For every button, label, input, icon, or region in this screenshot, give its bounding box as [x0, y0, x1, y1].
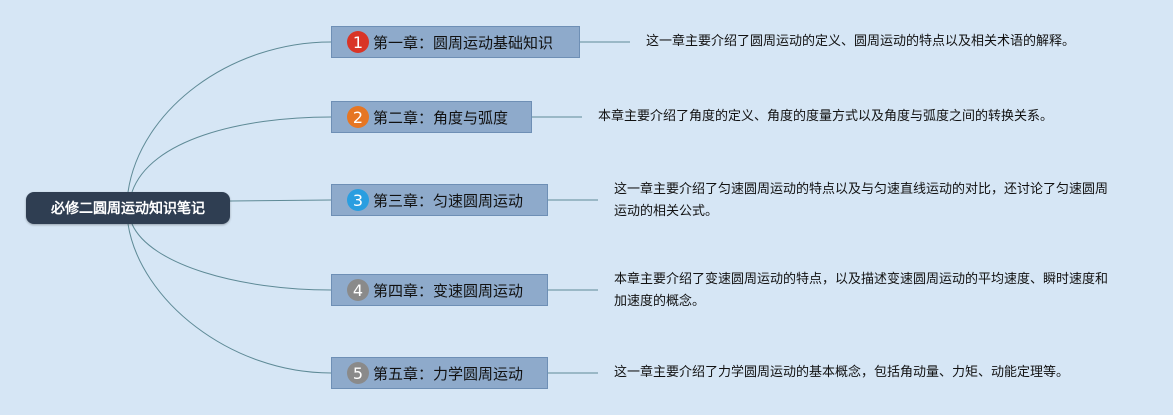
- root-label: 必修二圆周运动知识笔记: [51, 201, 205, 217]
- number-badge-icon: 1: [347, 31, 369, 53]
- chapter-title: 第一章：圆周运动基础知识: [373, 33, 554, 52]
- chapter-desc-3: 这一章主要介绍了匀速圆周运动的特点以及与匀速直线运动的对比，还讨论了匀速圆周运动…: [614, 182, 1109, 219]
- branch-line-5: [127, 223, 332, 374]
- chapter-title: 第四章：变速圆周运动: [373, 281, 524, 300]
- chapter-desc-4: 本章主要介绍了变速圆周运动的特点，以及描述变速圆周运动的平均速度、瞬时速度和加速…: [614, 272, 1109, 309]
- chapter-desc-2: 本章主要介绍了角度的定义、角度的度量方式以及角度与弧度之间的转换关系。: [598, 109, 1054, 124]
- chapter-node-4[interactable]: 4 第四章：变速圆周运动: [331, 274, 548, 306]
- chapter-desc-1: 这一章主要介绍了圆周运动的定义、圆周运动的特点以及相关术语的解释。: [646, 34, 1076, 49]
- number-badge-icon: 5: [347, 362, 369, 384]
- branch-line-3: [229, 199, 332, 202]
- chapter-title: 第二章：角度与弧度: [373, 108, 509, 127]
- chapter-node-3[interactable]: 3 第三章：匀速圆周运动: [331, 184, 548, 216]
- branch-line-4: [131, 223, 332, 291]
- chapter-node-2[interactable]: 2 第二章：角度与弧度: [331, 101, 532, 133]
- chapter-title: 第三章：匀速圆周运动: [373, 191, 524, 210]
- chapter-node-5[interactable]: 5 第五章：力学圆周运动: [331, 357, 548, 389]
- chapter-title: 第五章：力学圆周运动: [373, 364, 524, 383]
- branch-line-1: [127, 41, 332, 193]
- root-node[interactable]: 必修二圆周运动知识笔记: [26, 192, 230, 224]
- chapter-desc-5: 这一章主要介绍了力学圆周运动的基本概念，包括角动量、力矩、动能定理等。: [614, 365, 1070, 380]
- number-badge-icon: 4: [347, 279, 369, 301]
- number-badge-icon: 2: [347, 106, 369, 128]
- number-badge-icon: 3: [347, 189, 369, 211]
- chapter-node-1[interactable]: 1 第一章：圆周运动基础知识: [331, 26, 580, 58]
- branch-line-2: [131, 116, 332, 193]
